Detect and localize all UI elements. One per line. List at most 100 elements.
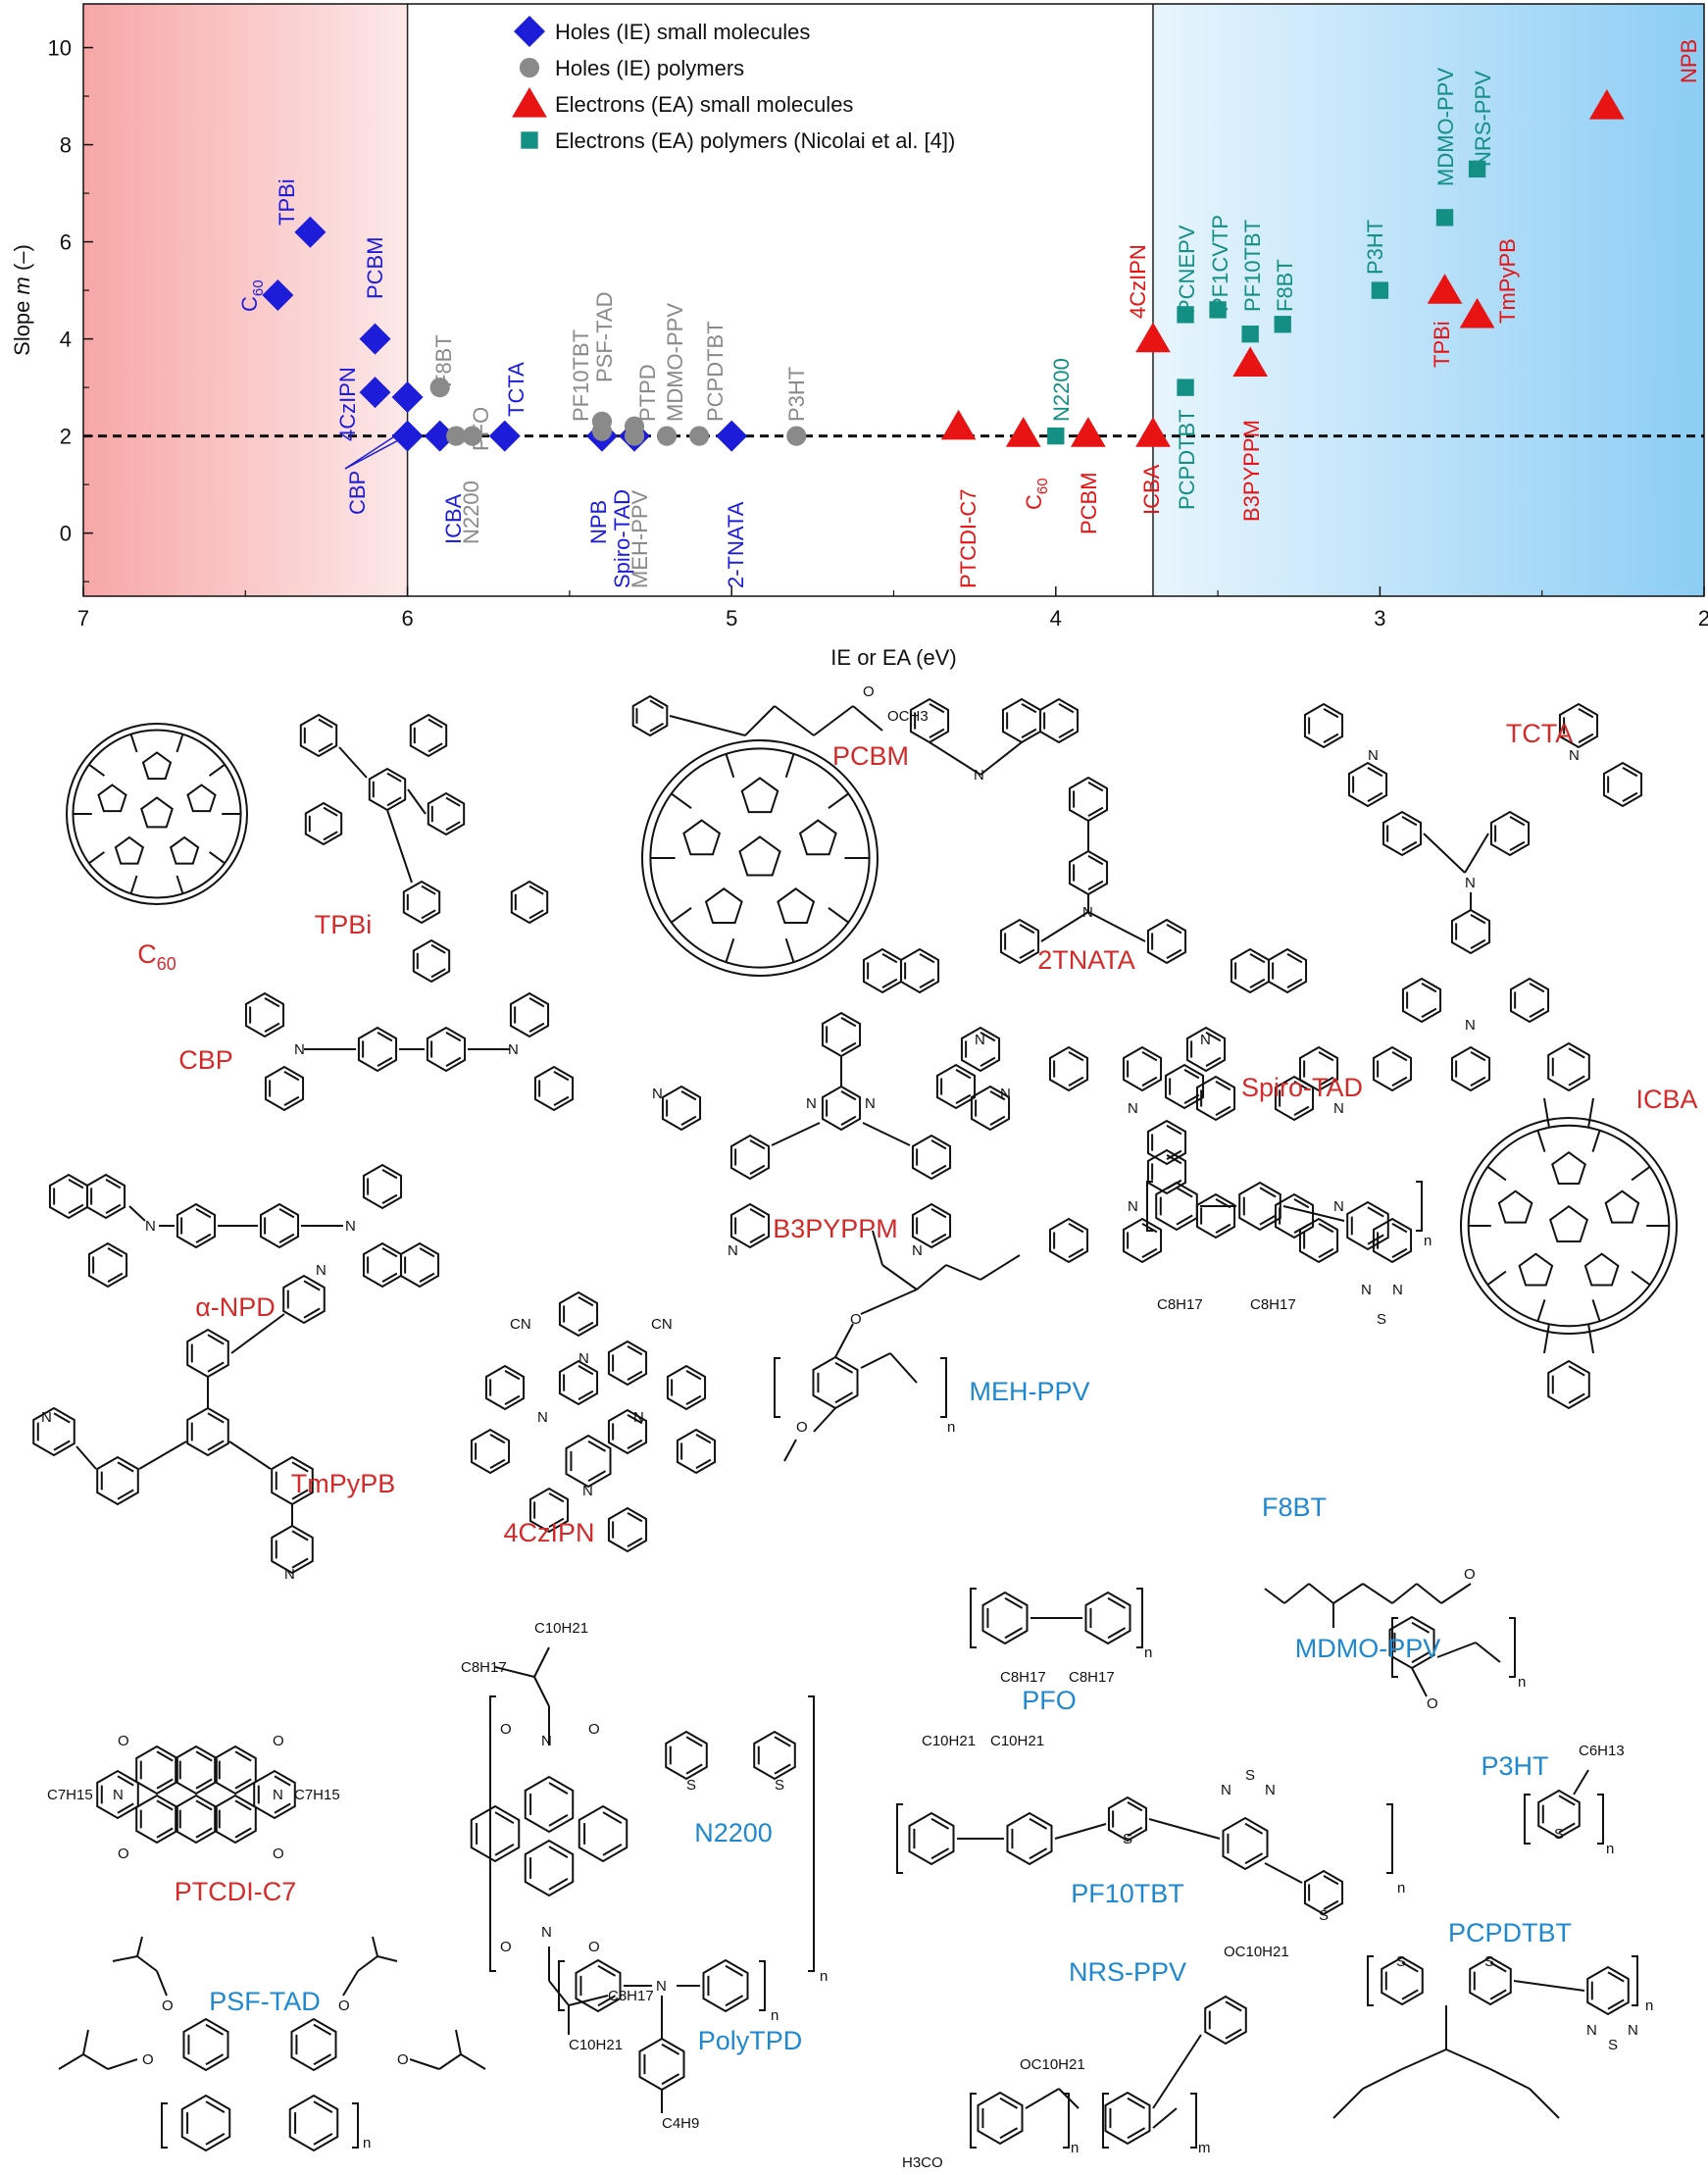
fullerene-cage (66, 723, 248, 905)
benzene-ring (729, 1134, 771, 1181)
atom-label: m (1198, 2140, 1211, 2156)
legend-entry-label: Holes (IE) small molecules (555, 20, 810, 44)
polymer-bracket (1416, 1181, 1423, 1232)
double-bond (1421, 982, 1437, 993)
double-bond (318, 718, 333, 729)
atom-label: O (588, 1721, 600, 1738)
atom-label: C6H13 (1579, 1743, 1625, 1759)
atom-label: N (728, 1242, 738, 1259)
data-point-triangle (1135, 322, 1171, 353)
polymer-bracket (1632, 1955, 1638, 2006)
double-bond (980, 1056, 996, 1068)
double-bond (627, 1370, 643, 1382)
atom-label: N (537, 1409, 548, 1426)
data-point-triangle (1232, 346, 1269, 377)
double-bond (1607, 1971, 1625, 1983)
point-label: PF1CVTP (1208, 215, 1232, 312)
x-tick-label: 5 (726, 606, 737, 631)
atom-label: O (162, 1998, 174, 2014)
fullerene-face (704, 887, 743, 925)
benzene-ring (509, 991, 550, 1038)
bond (929, 741, 981, 776)
double-bond (1029, 1817, 1048, 1830)
double-bond (207, 1412, 225, 1424)
y-tick-label: 2 (60, 425, 72, 449)
double-bond (1215, 1080, 1231, 1091)
double-bond (1176, 1214, 1193, 1226)
double-bond (1141, 1050, 1158, 1062)
double-bond (1019, 923, 1035, 935)
double-bond (685, 1736, 703, 1747)
double-bond (749, 1233, 766, 1244)
double-bond (553, 1095, 570, 1107)
double-bond (445, 1031, 462, 1042)
double-bond (1367, 791, 1383, 803)
polymer-bracket (808, 1695, 815, 1972)
atom-label: N (1128, 1198, 1138, 1215)
benzene-ring (558, 1290, 599, 1338)
x-axis-title: IE or EA (eV) (830, 645, 956, 670)
double-bond (1259, 1187, 1277, 1198)
molecule-name-label: PF10TBT (1071, 1879, 1184, 1908)
double-bond (649, 722, 665, 733)
benzene-ring (175, 1794, 218, 1845)
atom-label: N (582, 1483, 593, 1499)
double-bond (528, 885, 544, 895)
benzene-ring (299, 713, 338, 758)
benzene-ring (244, 991, 285, 1038)
bond (357, 1955, 378, 1972)
atom-label: N (316, 1262, 327, 1279)
atom-label: N (273, 1787, 283, 1803)
fullerene-cage (72, 729, 242, 899)
polymer-bracket (1509, 1617, 1516, 1678)
benzene-ring (607, 1340, 648, 1387)
double-bond (1166, 1153, 1182, 1165)
double-bond (1259, 1214, 1277, 1226)
benzene-ring (1084, 1591, 1131, 1645)
legend-entry-label: Holes (IE) polymers (555, 56, 744, 80)
data-point-square (1468, 160, 1486, 178)
bond (1436, 1642, 1477, 1658)
atom-label: N (1465, 875, 1476, 891)
atom-label: S (1608, 2037, 1618, 2053)
double-bond (1127, 2097, 1146, 2109)
benzene-ring (1547, 1359, 1590, 1410)
double-bond (578, 1321, 594, 1333)
atom-label: N (284, 1566, 295, 1583)
bond (1025, 2088, 1060, 2109)
benzene-ring (259, 1202, 300, 1249)
bond (1529, 2088, 1560, 2119)
x-tick-label: 4 (1050, 606, 1062, 631)
atom-label: S (1245, 1767, 1255, 1784)
double-bond (548, 1846, 569, 1858)
double-bond (1244, 1822, 1264, 1835)
data-point-square (1435, 209, 1454, 227)
bond (1416, 1583, 1442, 1604)
double-bond (1004, 1596, 1024, 1609)
bond (1543, 1323, 1550, 1354)
bond (533, 1646, 550, 1678)
bond (725, 937, 735, 963)
double-bond (840, 1115, 857, 1127)
bond (494, 1666, 535, 1678)
atom-label: O (273, 1733, 284, 1749)
benzene-ring (426, 1026, 467, 1073)
double-bond (774, 1736, 791, 1747)
double-bond (929, 728, 945, 739)
bond (1283, 1583, 1310, 1604)
bond (1631, 1166, 1651, 1182)
polymer-bracket (489, 1695, 496, 1972)
point-label: C60 (237, 279, 267, 312)
molecule-name-label: PFO (1022, 1686, 1077, 1715)
benzene-ring (638, 2037, 685, 2092)
bond (88, 763, 105, 777)
double-bond (1019, 948, 1035, 960)
molecule-name-label: N2200 (694, 1818, 773, 1847)
benzene-ring (1602, 761, 1643, 808)
atom-label: N (1265, 1782, 1276, 1798)
benzene-ring (1048, 1217, 1089, 1264)
molecule-name-label: PCPDTBT (1448, 1918, 1572, 1947)
benzene-ring (271, 1524, 314, 1575)
atom-label: C8H17 (1157, 1296, 1203, 1313)
double-bond (548, 1814, 569, 1827)
